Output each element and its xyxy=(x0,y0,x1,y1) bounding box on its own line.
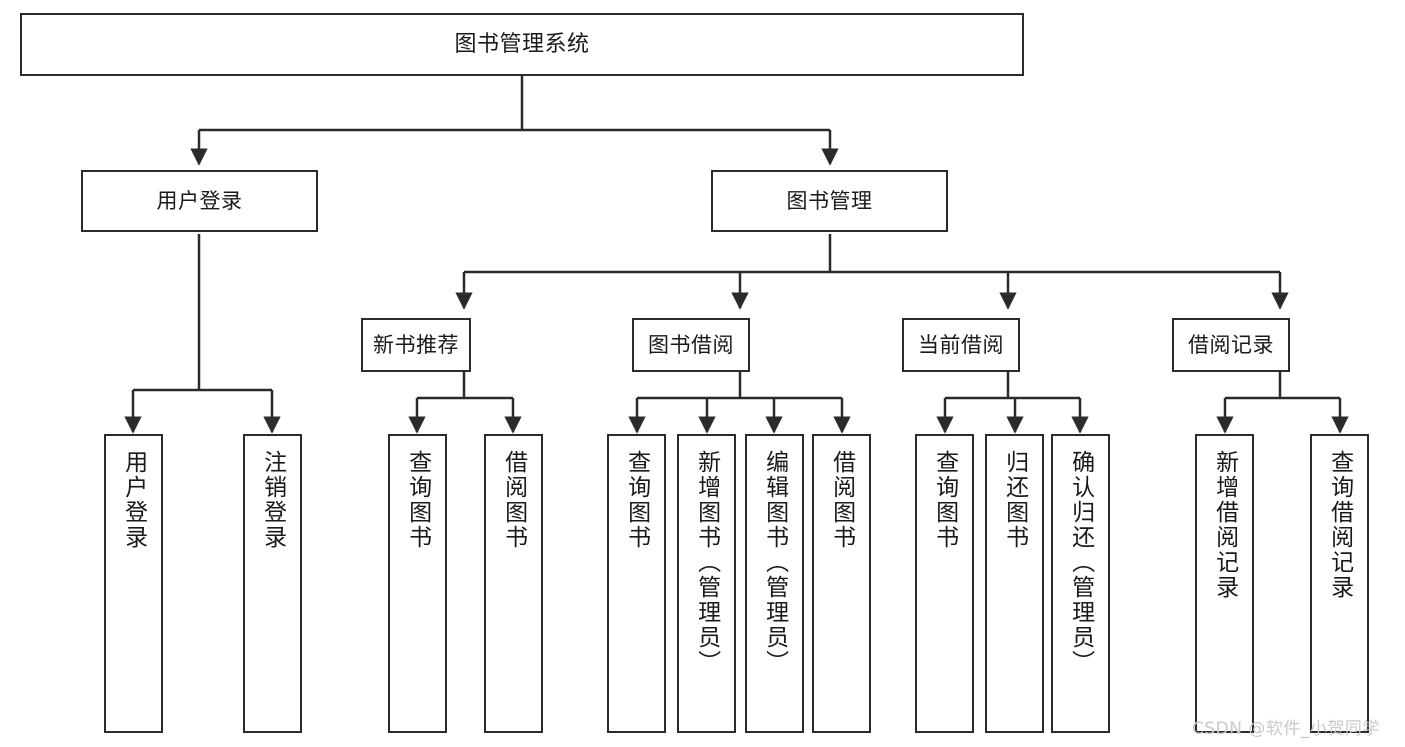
node-user-login[interactable]: 用户登录 xyxy=(81,170,318,232)
node-leaf-query-book-3[interactable]: 查询图书 xyxy=(915,434,974,733)
node-leaf-add-record[interactable]: 新增借阅记录 xyxy=(1195,434,1254,733)
node-book-borrow-label: 图书借阅 xyxy=(648,332,734,357)
node-book-manage[interactable]: 图书管理 xyxy=(711,170,948,232)
node-borrow-record-label: 借阅记录 xyxy=(1188,332,1274,357)
node-root-label: 图书管理系统 xyxy=(454,31,590,57)
node-user-login-label: 用户登录 xyxy=(156,188,243,213)
node-new-book-recommend-label: 新书推荐 xyxy=(373,332,459,357)
node-leaf-query-record[interactable]: 查询借阅记录 xyxy=(1310,434,1369,733)
node-leaf-edit-book-label: 编辑图书（管理员） xyxy=(761,450,788,675)
node-leaf-confirm-return[interactable]: 确认归还（管理员） xyxy=(1051,434,1110,733)
node-leaf-borrow-book-2[interactable]: 借阅图书 xyxy=(812,434,871,733)
node-leaf-query-record-label: 查询借阅记录 xyxy=(1326,450,1353,600)
node-leaf-borrow-book-1-label: 借阅图书 xyxy=(500,450,527,550)
node-leaf-logout[interactable]: 注销登录 xyxy=(243,434,302,733)
node-leaf-query-book-1-label: 查询图书 xyxy=(404,450,431,550)
node-leaf-query-book-3-label: 查询图书 xyxy=(931,450,958,550)
node-leaf-borrow-book-2-label: 借阅图书 xyxy=(828,450,855,550)
csdn-watermark: CSDN @软件_小贺同学 xyxy=(1192,719,1380,739)
node-leaf-logout-label: 注销登录 xyxy=(259,450,286,550)
node-leaf-add-book-label: 新增图书（管理员） xyxy=(693,450,720,675)
node-leaf-return-book-label: 归还图书 xyxy=(1001,450,1028,550)
node-leaf-add-book[interactable]: 新增图书（管理员） xyxy=(677,434,736,733)
node-borrow-record[interactable]: 借阅记录 xyxy=(1172,318,1290,372)
node-leaf-query-book-1[interactable]: 查询图书 xyxy=(388,434,447,733)
node-leaf-user-login-label: 用户登录 xyxy=(120,450,147,550)
node-current-borrow-label: 当前借阅 xyxy=(918,332,1004,357)
node-leaf-borrow-book-1[interactable]: 借阅图书 xyxy=(484,434,543,733)
node-leaf-edit-book[interactable]: 编辑图书（管理员） xyxy=(745,434,804,733)
node-leaf-add-record-label: 新增借阅记录 xyxy=(1211,450,1238,600)
node-leaf-query-book-2-label: 查询图书 xyxy=(623,450,650,550)
node-book-borrow[interactable]: 图书借阅 xyxy=(632,318,750,372)
node-leaf-query-book-2[interactable]: 查询图书 xyxy=(607,434,666,733)
node-leaf-user-login[interactable]: 用户登录 xyxy=(104,434,163,733)
node-new-book-recommend[interactable]: 新书推荐 xyxy=(361,318,471,372)
node-leaf-confirm-return-label: 确认归还（管理员） xyxy=(1067,450,1094,675)
node-leaf-return-book[interactable]: 归还图书 xyxy=(985,434,1044,733)
node-current-borrow[interactable]: 当前借阅 xyxy=(902,318,1020,372)
node-book-manage-label: 图书管理 xyxy=(786,188,873,213)
node-root[interactable]: 图书管理系统 xyxy=(20,13,1024,76)
